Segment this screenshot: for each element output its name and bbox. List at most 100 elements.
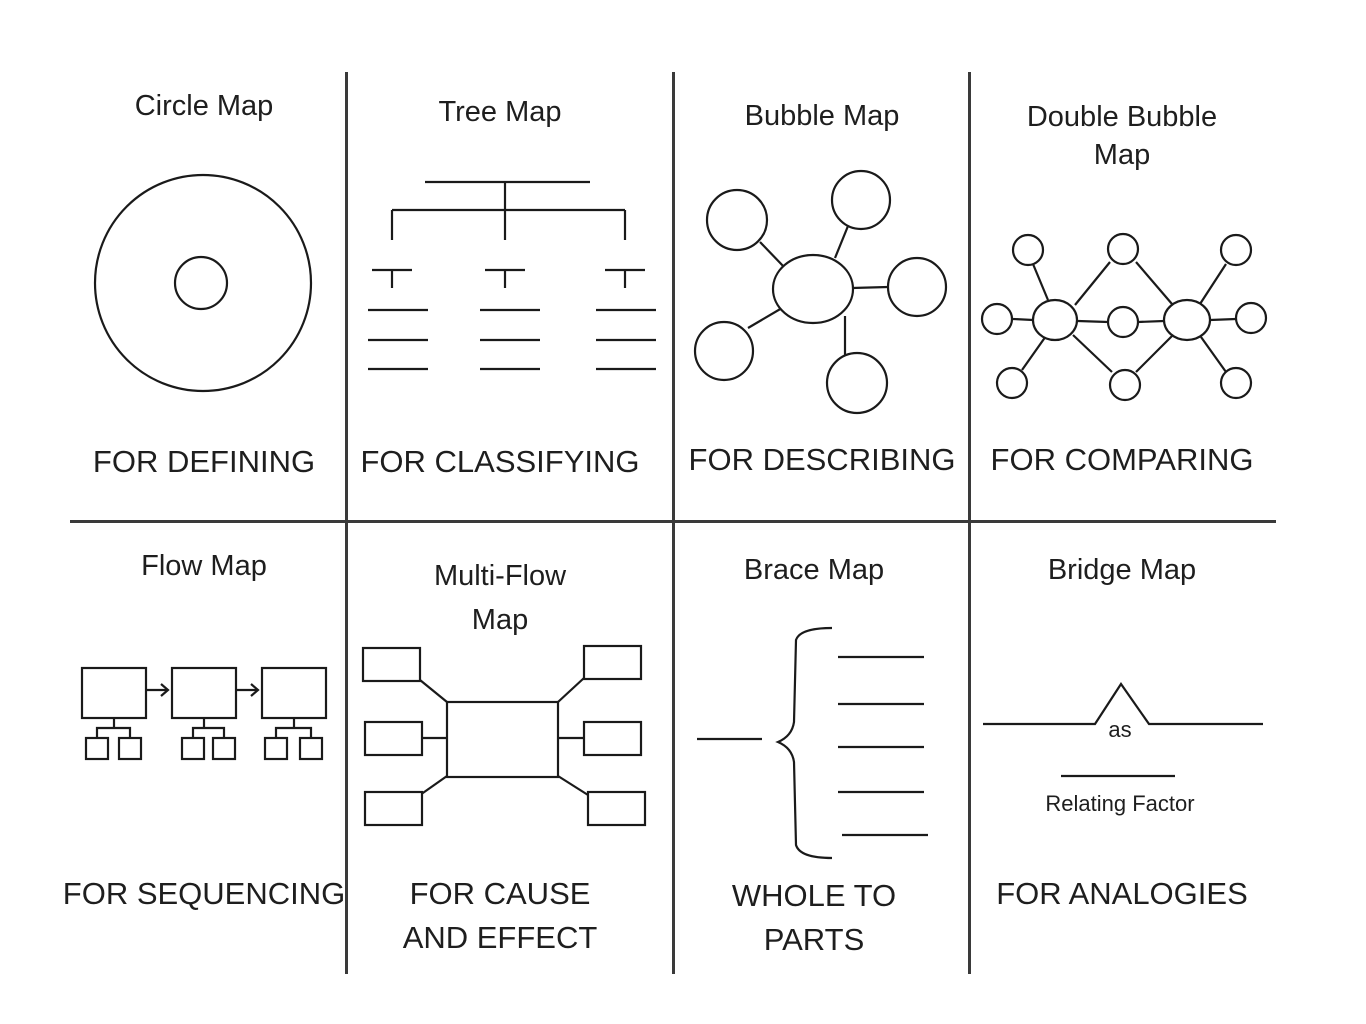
map-title-line: Bubble Map (744, 100, 900, 132)
double-bubble-shared-attribute (1106, 232, 1140, 266)
map-title: Multi-Flow Map (350, 554, 650, 642)
map-title: Bubble Map (672, 96, 972, 136)
multi-flow-effect-box (582, 644, 643, 681)
map-purpose-line: WHOLE TO (731, 878, 897, 913)
bubble-map-cell: Bubble Map FOR DESCRIBING (672, 0, 972, 520)
multi-flow-cause-box (361, 646, 422, 683)
tree-map-cell: Tree Map FOR CLASSIFYING (350, 0, 650, 520)
bridge-as-label: as (1108, 717, 1131, 742)
flow-step-box (170, 666, 238, 720)
tree-map-diagram (368, 180, 656, 371)
multi-flow-cause-box (363, 720, 424, 757)
outer-frame-circle (93, 173, 313, 393)
bubble-center (771, 253, 855, 325)
map-purpose: FOR ANALOGIES (972, 872, 1272, 916)
inner-topic-circle (173, 255, 229, 311)
double-bubble-shared-attribute (1108, 368, 1142, 402)
map-purpose-line: FOR SEQUENCING (62, 876, 346, 911)
double-bubble-connector (1074, 261, 1111, 306)
map-title-line: Bridge Map (1047, 554, 1197, 586)
bridge-map-cell: Bridge Map FOR ANALOGIES (972, 0, 1272, 1024)
flow-arrow-head (160, 683, 170, 697)
double-bubble-connector (1209, 317, 1237, 322)
map-title: Bridge Map (972, 550, 1272, 590)
bubble-map-diagram (693, 169, 948, 415)
map-title-line: Tree Map (438, 96, 562, 128)
vertical-divider-3 (968, 72, 971, 974)
double-bubble-connector (1077, 319, 1109, 324)
map-purpose-line: AND EFFECT (402, 920, 598, 955)
bubble-attribute (705, 188, 769, 252)
bubble-connector (759, 241, 786, 269)
map-purpose-line: FOR ANALOGIES (996, 876, 1248, 911)
flow-substep-connector (95, 726, 132, 738)
map-purpose: FOR SEQUENCING (54, 872, 354, 916)
double-bubble-attribute (980, 302, 1014, 336)
multi-flow-effect-box (586, 790, 647, 827)
double-bubble-center-left (1031, 298, 1079, 342)
multi-flow-connector (419, 775, 448, 796)
flow-map-diagram (80, 666, 328, 761)
multi-flow-cause-box (363, 790, 424, 827)
flow-substep-box (298, 736, 324, 761)
flow-substep-box (117, 736, 143, 761)
double-bubble-connector (1200, 336, 1227, 373)
circle-map-diagram (93, 173, 313, 393)
multi-flow-connector (557, 677, 585, 703)
flow-substep-box (263, 736, 289, 761)
brace-symbol (775, 626, 833, 860)
bridge-line (983, 682, 1263, 726)
double-bubble-center-right (1162, 298, 1212, 342)
double-bubble-map-cell: Double Bubble Map FOR COMPARING (972, 0, 1272, 520)
bubble-attribute (830, 169, 892, 231)
multi-flow-connector (419, 679, 448, 703)
double-bubble-attribute (1219, 233, 1253, 267)
map-purpose: FOR DEFINING (54, 440, 354, 484)
brace-map-diagram (697, 626, 928, 860)
brace-map-cell: Brace Map WHOLE TO PARTS (664, 0, 964, 1024)
map-purpose-line: FOR DEFINING (92, 444, 316, 479)
map-title: Double Bubble Map (972, 98, 1272, 174)
map-purpose-line: FOR CAUSE (409, 876, 591, 911)
double-bubble-connector (1199, 263, 1227, 305)
map-title: Flow Map (54, 546, 354, 586)
map-title-line: Flow Map (141, 550, 267, 582)
flow-arrow-head (250, 683, 260, 697)
double-bubble-connector (1135, 335, 1173, 373)
map-purpose-line: PARTS (763, 922, 865, 957)
map-title: Circle Map (54, 86, 354, 126)
map-purpose-line: FOR COMPARING (990, 442, 1254, 477)
multi-flow-map-cell: Multi-Flow Map FOR CAUSE AND EFFECT (350, 0, 650, 1024)
double-bubble-attribute (1011, 233, 1045, 267)
bridge-map-diagram: as Relating Factor (983, 682, 1263, 816)
flow-substep-box (84, 736, 110, 761)
flow-substep-connector (274, 726, 313, 738)
map-title-line: Multi-Flow (433, 560, 567, 592)
map-title: Brace Map (664, 550, 964, 590)
bubble-connector (833, 225, 850, 259)
bubble-attribute (693, 320, 755, 382)
double-bubble-attribute (1234, 301, 1268, 335)
double-bubble-connector (1137, 319, 1165, 324)
bubble-attribute (825, 351, 889, 415)
map-title-line: Circle Map (134, 90, 274, 122)
double-bubble-attribute (995, 366, 1029, 400)
double-bubble-map-diagram (980, 232, 1268, 402)
multi-flow-event-box (445, 700, 560, 779)
map-title-line: Map (1093, 139, 1151, 171)
bubble-attribute (886, 256, 948, 318)
flow-substep-connector (191, 726, 226, 738)
map-purpose: FOR CAUSE AND EFFECT (350, 872, 650, 960)
map-purpose: FOR DESCRIBING (672, 438, 972, 482)
double-bubble-attribute (1219, 366, 1253, 400)
vertical-divider-1 (345, 72, 348, 974)
double-bubble-connector (1012, 317, 1034, 322)
multi-flow-effect-box (582, 720, 643, 757)
multi-flow-connector (557, 775, 589, 796)
flow-substep-box (211, 736, 237, 761)
double-bubble-connector (1135, 261, 1173, 305)
map-title-line: Double Bubble (1026, 101, 1218, 133)
circle-map-cell: Circle Map FOR DEFINING (54, 0, 354, 520)
map-purpose: WHOLE TO PARTS (664, 874, 964, 962)
